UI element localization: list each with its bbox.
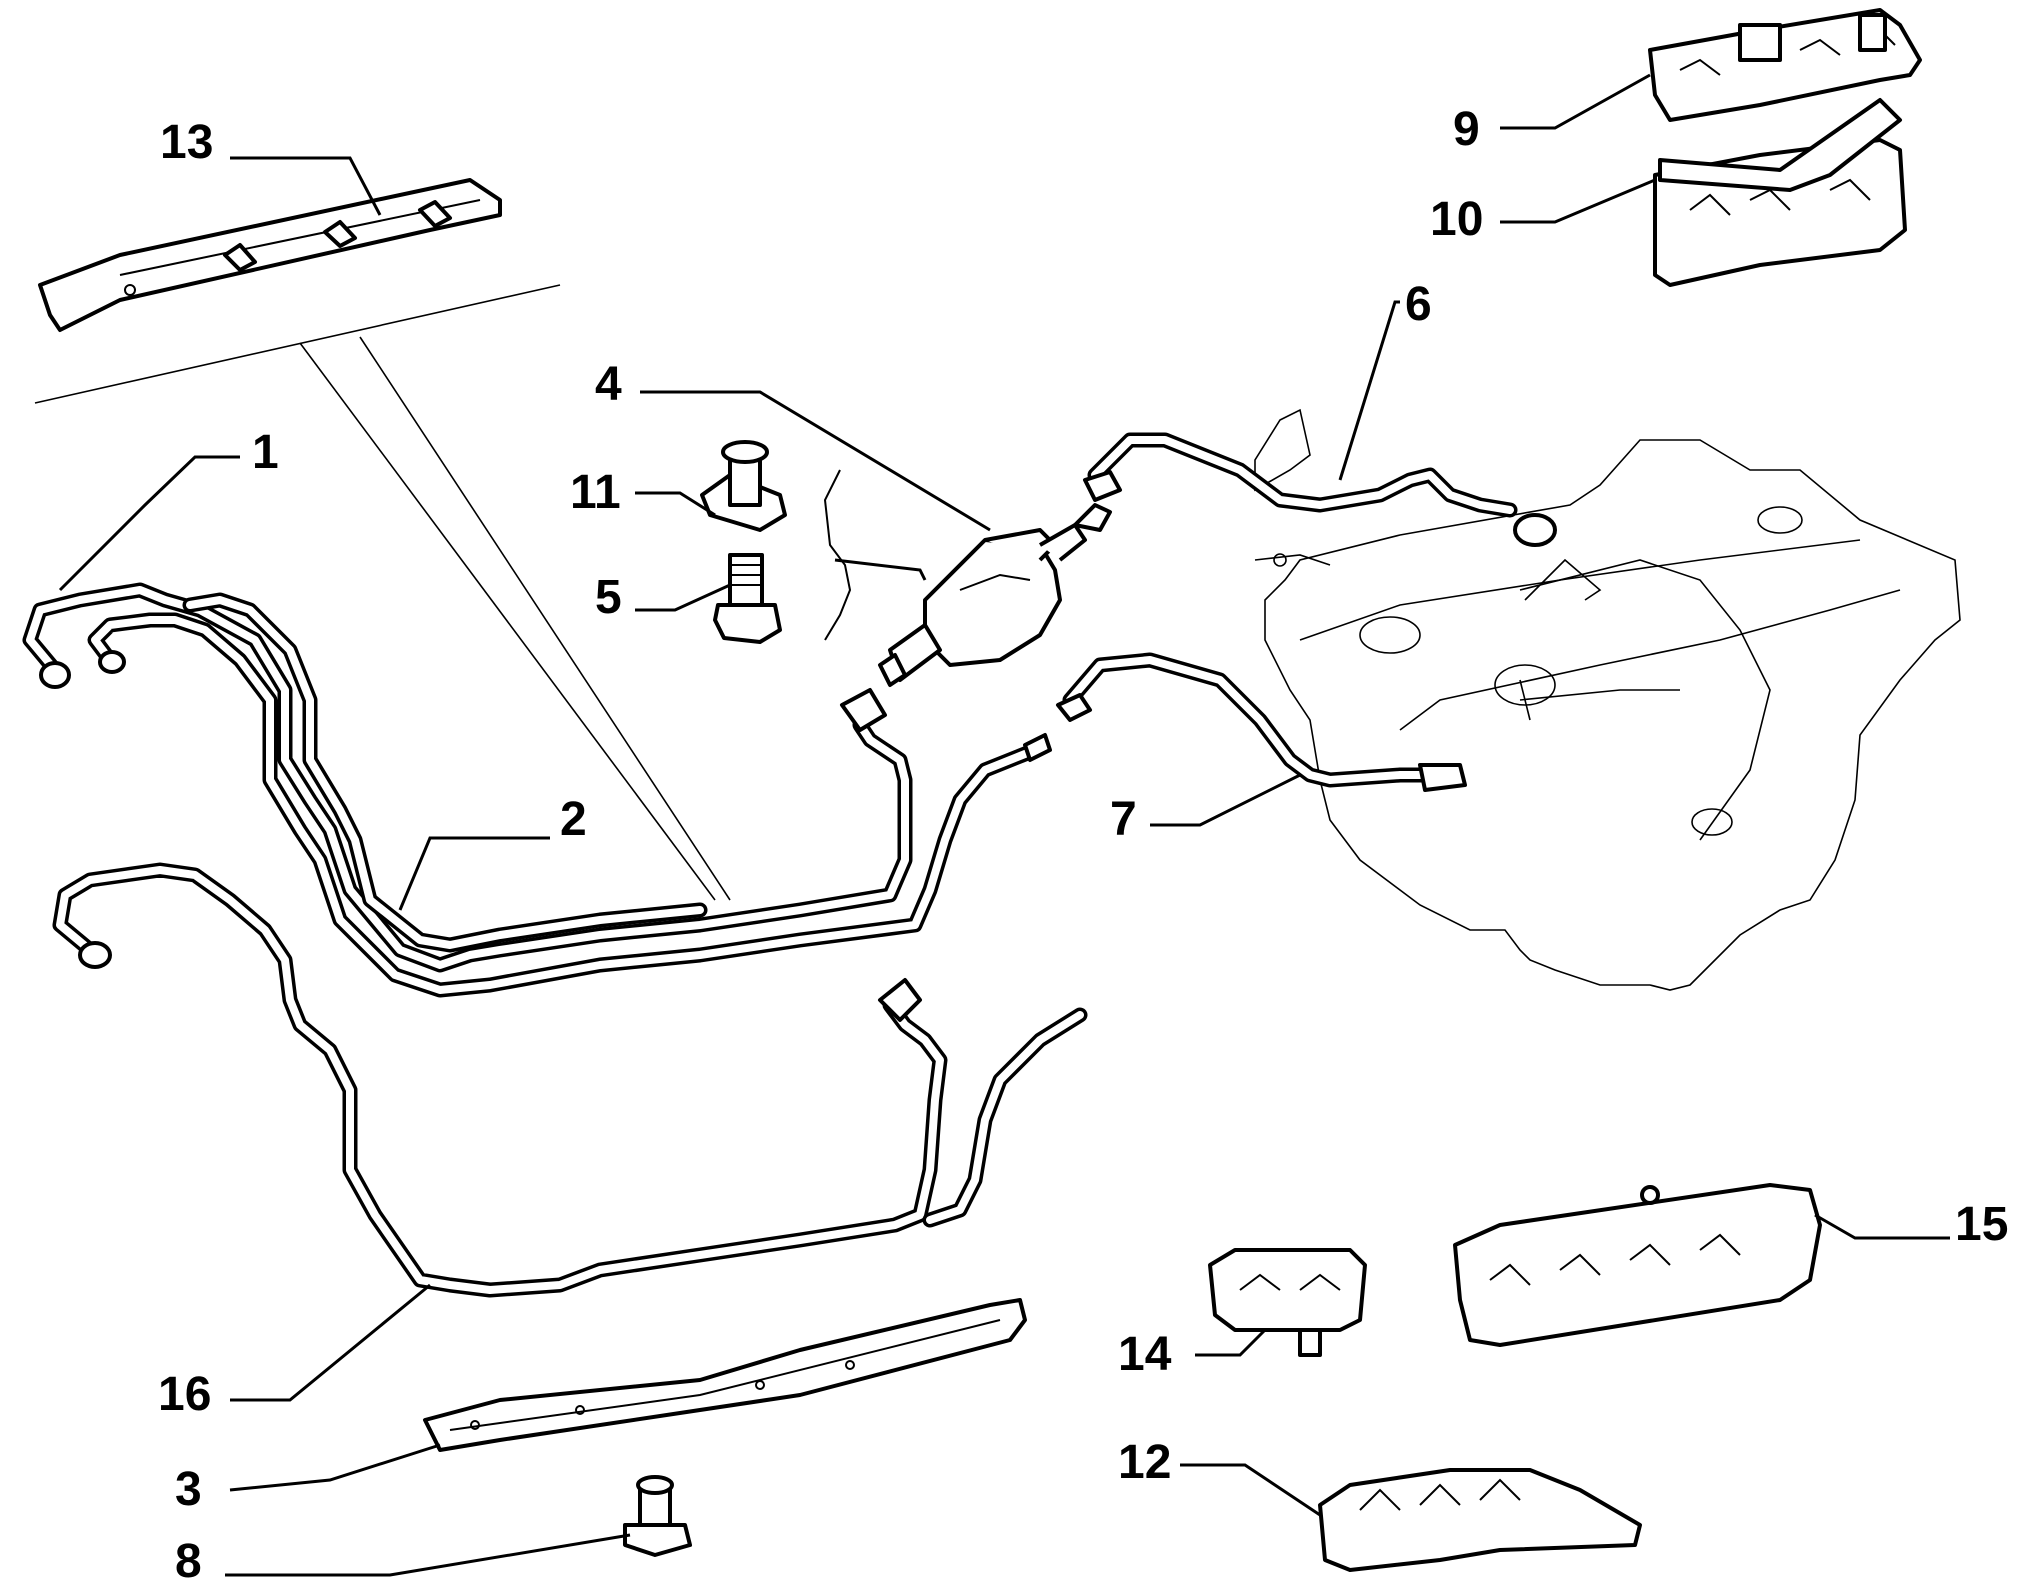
- part-8-bolt: [623, 1475, 692, 1557]
- part-5-bolt: [713, 553, 782, 644]
- part-4-fuel-filter: [823, 469, 1112, 687]
- callout-3: 3: [175, 1463, 202, 1516]
- leader-8: [225, 1533, 631, 1577]
- callout-10: 10: [1430, 193, 1483, 246]
- callout-1: 1: [252, 426, 279, 479]
- pipe-7: [1056, 652, 1467, 792]
- leader-11: [635, 491, 716, 517]
- part-14-clip: [1208, 1248, 1367, 1357]
- leader-15: [1814, 1213, 1950, 1240]
- leader-12: [1180, 1463, 1321, 1517]
- part-10-clip: [1653, 98, 1907, 287]
- leader-6: [1338, 300, 1400, 481]
- leader-3: [229, 1443, 441, 1492]
- leader-7: [1150, 773, 1301, 827]
- callout-2: 2: [560, 793, 587, 846]
- part-15-clip: [1453, 1183, 1822, 1347]
- leader-lines: [58, 73, 1950, 1577]
- fuel-tank: [1254, 408, 1961, 991]
- part-11-grommet: [700, 440, 787, 532]
- part-3-bracket: [423, 1298, 1027, 1452]
- callout-labels: 1 2 3 4 5 6 7 8 9 10 11 12 13 14 15 16: [158, 103, 2008, 1586]
- floor-outline: [34, 284, 731, 901]
- part-12-clip: [1318, 1468, 1642, 1572]
- leader-16: [230, 1283, 431, 1402]
- callout-16: 16: [158, 1368, 211, 1421]
- callout-15: 15: [1955, 1198, 2008, 1251]
- callout-12: 12: [1118, 1436, 1171, 1489]
- callout-5: 5: [595, 571, 622, 624]
- leader-5: [635, 583, 731, 612]
- leader-4: [640, 390, 991, 532]
- callout-11: 11: [570, 466, 621, 519]
- leader-1: [58, 455, 240, 592]
- callout-7: 7: [1110, 793, 1137, 846]
- callout-4: 4: [595, 358, 622, 411]
- callout-14: 14: [1118, 1328, 1172, 1381]
- leader-2: [398, 836, 550, 911]
- callout-9: 9: [1453, 103, 1480, 156]
- pipe-6: [1083, 432, 1557, 547]
- pipe-1-2-bundle: [22, 582, 1052, 998]
- part-13-bracket: [38, 178, 502, 332]
- pipe-16: [52, 862, 1088, 1298]
- leader-14: [1195, 1328, 1267, 1357]
- callout-8: 8: [175, 1535, 202, 1586]
- callout-13: 13: [160, 116, 213, 169]
- leader-9: [1500, 73, 1651, 130]
- leader-10: [1500, 178, 1656, 224]
- part-9-clip: [1648, 8, 1922, 122]
- leader-13: [230, 156, 382, 216]
- callout-6: 6: [1405, 278, 1432, 331]
- leader-4b: [834, 558, 927, 581]
